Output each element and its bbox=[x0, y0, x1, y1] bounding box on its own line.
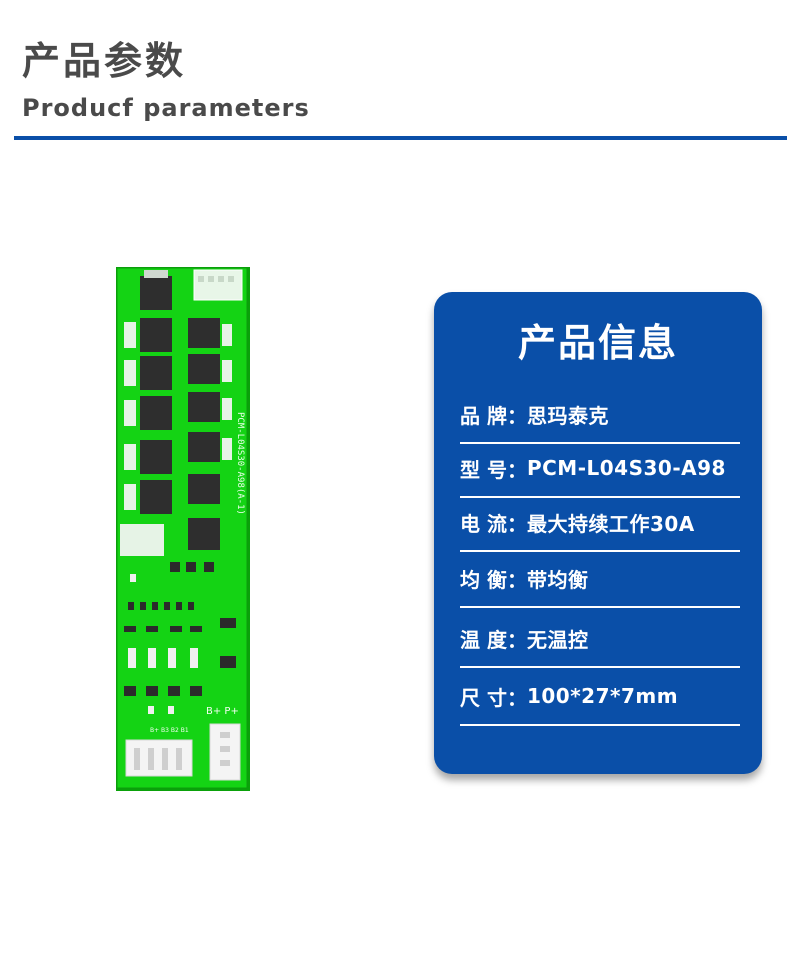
info-label: 温 度： bbox=[460, 627, 527, 652]
info-label: 品 牌： bbox=[460, 403, 527, 428]
leds-and-resistors bbox=[128, 574, 198, 714]
info-label: 尺 寸： bbox=[460, 685, 527, 710]
info-label: 电 流： bbox=[460, 511, 527, 536]
info-label: 均 衡： bbox=[460, 567, 527, 592]
info-card-title: 产品信息 bbox=[517, 321, 678, 365]
info-value: 最大持续工作30A bbox=[526, 511, 695, 536]
pcb-board: PCM-L04S30-A98(A-1) B+ P+ B+ B3 B2 B1 bbox=[116, 267, 250, 791]
info-value: PCM-L04S30-A98 bbox=[526, 456, 726, 480]
solder-pads bbox=[120, 322, 232, 556]
info-row-temperature: 温 度： 无温控 bbox=[460, 610, 740, 668]
info-value: 思玛泰克 bbox=[526, 403, 609, 428]
info-row-brand: 品 牌： 思玛泰克 bbox=[460, 386, 740, 444]
title-divider bbox=[14, 136, 787, 140]
page-subtitle: Producf parameters bbox=[22, 94, 310, 122]
silkscreen-model: PCM-L04S30-A98(A-1) bbox=[235, 412, 245, 515]
product-info-card: 产品信息 品 牌： 思玛泰克 型 号： PCM-L04S30-A98 电 流： … bbox=[434, 292, 762, 774]
top-connector bbox=[193, 269, 243, 301]
mosfet-left-column bbox=[140, 270, 172, 514]
info-value: 带均衡 bbox=[526, 567, 589, 592]
silkscreen-balance-labels: B+ B3 B2 B1 bbox=[150, 727, 189, 734]
silkscreen-bplus-pplus: B+ P+ bbox=[206, 706, 239, 717]
info-row-model: 型 号： PCM-L04S30-A98 bbox=[460, 440, 740, 498]
top-connector-pins bbox=[198, 276, 234, 282]
info-value: 100*27*7mm bbox=[526, 684, 679, 708]
small-components bbox=[124, 562, 236, 696]
info-label: 型 号： bbox=[460, 457, 527, 482]
info-row-balance: 均 衡： 带均衡 bbox=[460, 550, 740, 608]
balance-connector-pins bbox=[134, 748, 182, 770]
info-row-current: 电 流： 最大持续工作30A bbox=[460, 494, 740, 552]
output-connector-pins bbox=[220, 732, 230, 766]
mosfet-right-column bbox=[188, 318, 220, 550]
info-row-size: 尺 寸： 100*27*7mm bbox=[460, 668, 740, 726]
page-title: 产品参数 bbox=[22, 39, 187, 83]
product-image: PCM-L04S30-A98(A-1) B+ P+ B+ B3 B2 B1 bbox=[110, 262, 258, 794]
info-value: 无温控 bbox=[526, 627, 589, 652]
